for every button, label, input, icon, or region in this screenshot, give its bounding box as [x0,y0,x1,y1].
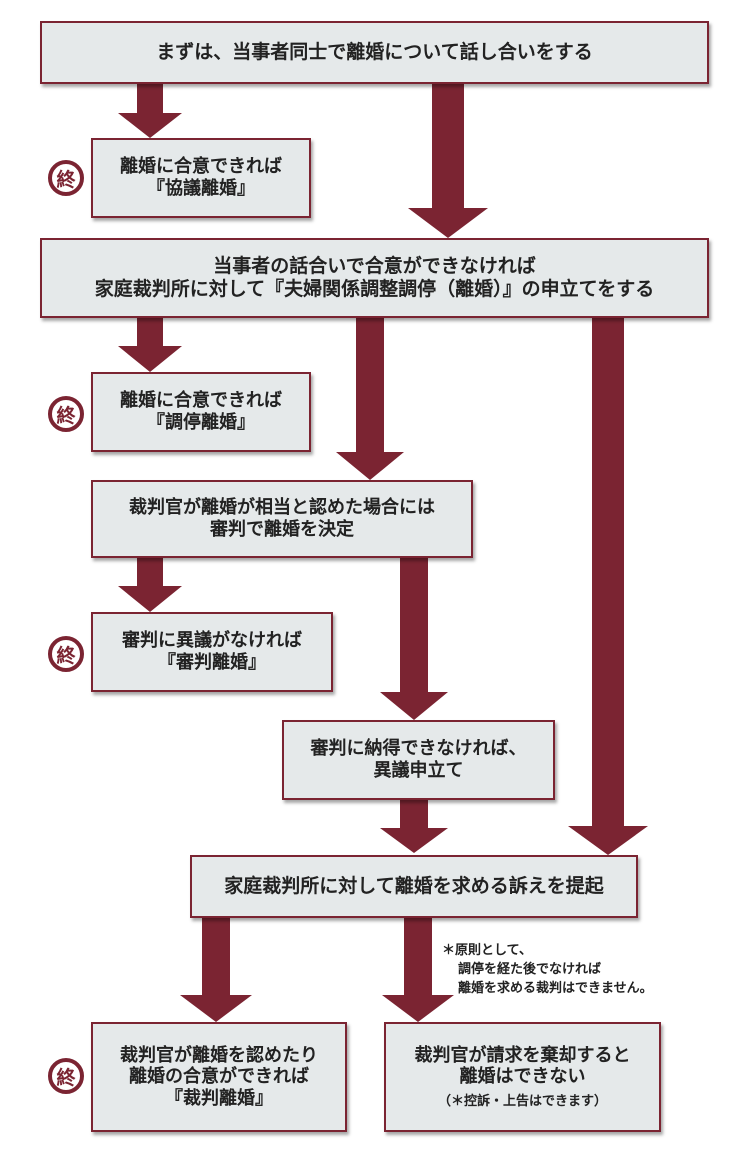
objection-line1: 審判に納得できなければ、 [310,738,527,760]
agreement-divorce-line2: 『協議離婚』 [147,178,255,199]
agreement-divorce-line1: 離婚に合意できれば [120,156,282,178]
arrow-to-mediation [408,84,488,238]
judge-decision-line2: 審判で離婚を決定 [210,519,354,540]
trial-divorce-line3: 『裁判離婚』 [165,1087,273,1109]
lawsuit-text: 家庭裁判所に対して離婚を求める訴えを提起 [224,875,604,898]
arrow-to-trial-divorce [180,918,252,1022]
note-line3: 離婚を求める裁判はできません。 [458,980,653,996]
dismissal-line3: （＊控訴・上告はできます） [437,1093,607,1109]
mediation-divorce-box: 離婚に合意できれば 『調停離婚』 [91,372,311,452]
arrow-to-agreement-2 [118,318,182,372]
step-discussion-text: まずは、当事者同士で離婚について話し合いをする [156,41,593,64]
agreement-divorce-box: 離婚に合意できれば 『協議離婚』 [91,138,311,218]
judge-decision-box: 裁判官が離婚が相当と認めた場合には 審判で離婚を決定 [91,480,473,558]
mediation-divorce-line1: 離婚に合意できれば [120,390,282,412]
dismissal-box: 裁判官が請求を棄却すると 離婚はできない （＊控訴・上告はできます） [384,1022,661,1132]
arrow-to-objection [380,558,448,720]
mediation-petition-box: 当事者の話合いで合意ができなければ 家庭裁判所に対して『夫婦関係調整調停（離婚）… [40,238,709,318]
adjudication-divorce-line1: 審判に異議がなければ [122,630,302,652]
trial-divorce-line1: 裁判官が離婚を認めたり [120,1044,318,1066]
arrow-to-judge-decision [336,318,404,480]
dismissal-line1: 裁判官が請求を棄却すると [414,1044,631,1066]
end-icon: 終 [48,396,84,432]
arrow-to-no-objection [118,558,182,612]
adjudication-divorce-line2: 『審判離婚』 [158,652,266,673]
trial-divorce-box: 裁判官が離婚を認めたり 離婚の合意ができれば 『裁判離婚』 [91,1022,347,1132]
mediation-petition-line1: 当事者の話合いで合意ができなければ [213,255,536,278]
step-discussion-box: まずは、当事者同士で離婚について話し合いをする [40,21,709,84]
trial-divorce-line2: 離婚の合意ができれば [129,1066,309,1088]
arrow-to-dismissal [382,918,454,1022]
dismissal-line2: 離婚はできない [459,1066,586,1088]
arrow-to-lawsuit-long [568,318,648,855]
arrow-to-lawsuit [380,800,448,853]
mediation-divorce-line2: 『調停離婚』 [147,412,255,433]
arrow-to-agreement-1 [118,84,182,138]
note-line1: ＊原則として、 [442,943,532,958]
note-line2: 調停を経た後でなければ [458,961,602,977]
lawsuit-box: 家庭裁判所に対して離婚を求める訴えを提起 [190,855,638,918]
mediation-petition-line2: 家庭裁判所に対して『夫婦関係調整調停（離婚）』の申立てをする [94,278,655,300]
end-icon: 終 [48,636,84,672]
end-icon: 終 [48,1058,84,1094]
precondition-note: ＊原則として、 調停を経た後でなければ 離婚を求める裁判はできません。 [442,942,653,999]
adjudication-divorce-box: 審判に異議がなければ 『審判離婚』 [91,612,333,692]
objection-box: 審判に納得できなければ、 異議申立て [282,720,555,800]
objection-line2: 異議申立て [373,760,464,781]
judge-decision-line1: 裁判官が離婚が相当と認めた場合には [129,497,435,519]
end-icon: 終 [48,160,84,196]
